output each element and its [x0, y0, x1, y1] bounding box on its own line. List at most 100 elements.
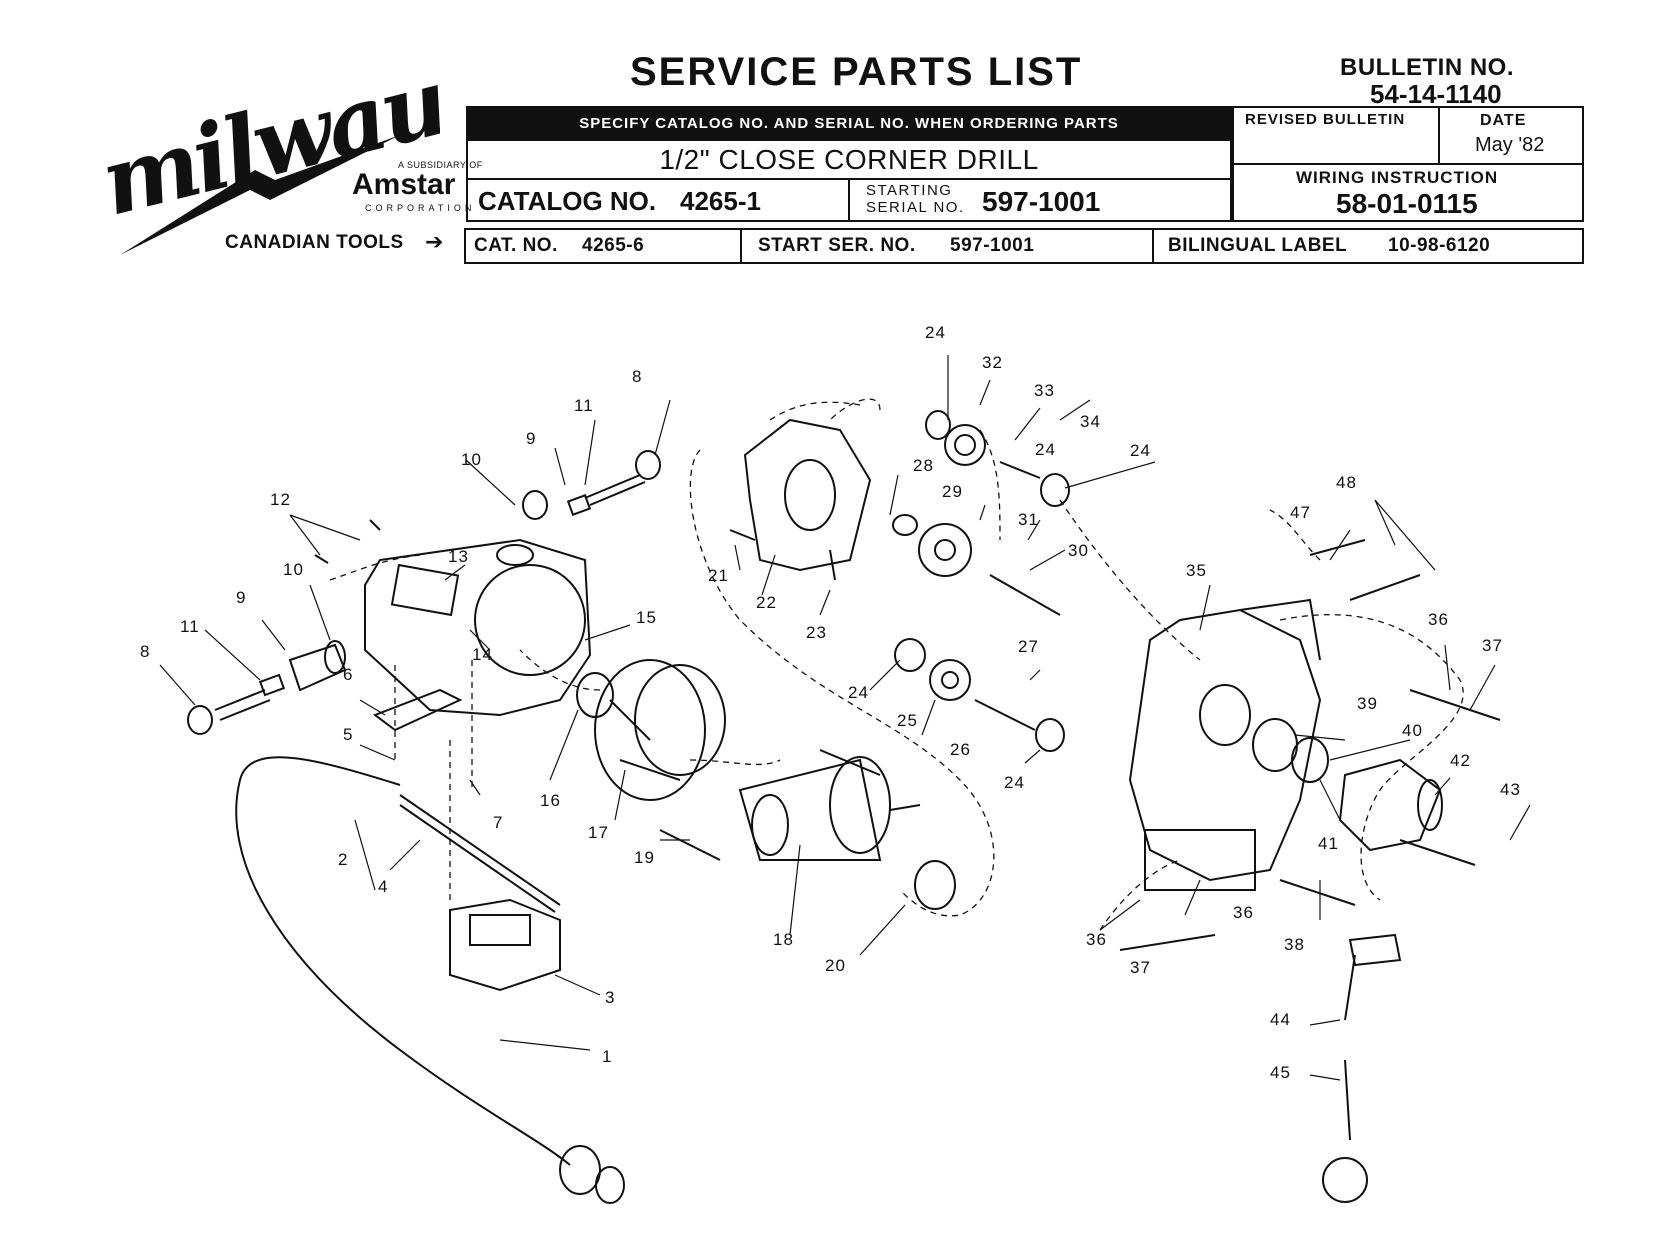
amstar-logo: Amstar: [352, 168, 456, 201]
bulletin-label: BULLETIN NO.: [1340, 54, 1514, 81]
canadian-start-serial-number: 597-1001: [950, 235, 1035, 256]
cord: [235, 756, 571, 1166]
part-number: 24: [1035, 440, 1056, 459]
part-number: 25: [897, 711, 918, 730]
switch-box: [449, 898, 561, 992]
gear-case: [1128, 598, 1322, 891]
wiring-instruction-number: 58-01-0115: [1336, 188, 1478, 219]
part-number: 11: [180, 617, 200, 636]
part-number: 27: [1018, 637, 1039, 656]
part-number: 3: [605, 988, 615, 1007]
part-number: 16: [540, 791, 561, 810]
part-number: 24: [925, 323, 946, 342]
armature: [738, 756, 921, 861]
part-number: 42: [1450, 751, 1471, 770]
part-number: 36: [1233, 903, 1254, 922]
part-number: 24: [1130, 441, 1151, 460]
part-number: 24: [1004, 773, 1025, 792]
part-number: 6: [343, 665, 353, 684]
part-number: 9: [526, 429, 536, 448]
part-number: 33: [1034, 381, 1055, 400]
part-number: 7: [493, 813, 503, 832]
part-number: 28: [913, 456, 934, 475]
part-number-labels: 1 2 3 4 5 6 7 8 8 9 9 10 10 11 11 12 13 …: [140, 323, 1521, 1082]
part-number: 47: [1290, 503, 1311, 522]
part-number: 32: [982, 353, 1003, 372]
part-number: 8: [140, 642, 150, 661]
part-number: 22: [756, 593, 777, 612]
part-number: 5: [343, 725, 353, 744]
plug: [559, 1145, 625, 1204]
part-number: 29: [942, 482, 963, 501]
part-number: 14: [472, 645, 493, 664]
ordering-note: SPECIFY CATALOG NO. AND SERIAL NO. WHEN …: [466, 106, 1232, 141]
part-number: 37: [1130, 958, 1151, 977]
catalog-number: 4265-1: [680, 186, 761, 216]
starting-serial-label: SERIAL NO.: [866, 199, 965, 216]
page-title: SERVICE PARTS LIST: [630, 50, 1083, 94]
date-value: May '82: [1475, 134, 1545, 156]
part-number: 9: [236, 588, 246, 607]
divider: [1152, 228, 1154, 264]
wiring-instruction-label: WIRING INSTRUCTION: [1296, 168, 1499, 187]
part-number: 44: [1270, 1010, 1291, 1029]
divider: [1232, 163, 1584, 165]
handle: [399, 794, 561, 913]
chuck-key: [1322, 933, 1402, 1203]
part-number: 34: [1080, 412, 1101, 431]
canadian-cat-number: 4265-6: [582, 235, 645, 256]
part-number: 38: [1284, 935, 1305, 954]
product-name: 1/2" CLOSE CORNER DRILL: [659, 144, 1039, 175]
field-case-housing: [364, 538, 592, 717]
leader-lines: [159, 355, 1531, 1081]
canadian-cat-label: CAT. NO.: [474, 235, 558, 256]
part-number: 15: [636, 608, 657, 627]
subsidiary-note: A SUBSIDIARY OF: [398, 160, 483, 170]
part-number: 17: [588, 823, 609, 842]
bilingual-label-number: 10-98-6120: [1388, 235, 1491, 256]
gears: [892, 410, 1070, 752]
catalog-label: CATALOG NO.: [478, 186, 657, 216]
chuck: [1338, 758, 1443, 852]
part-number: 43: [1500, 780, 1521, 799]
bearing-20: [914, 860, 956, 910]
date-label: DATE: [1480, 112, 1527, 129]
bearing-39: [1252, 718, 1298, 772]
divider: [848, 178, 850, 222]
part-number: 41: [1318, 834, 1339, 853]
bilingual-label-label: BILINGUAL LABEL: [1168, 235, 1348, 256]
part-number: 19: [634, 848, 655, 867]
small-parts: [187, 450, 1501, 951]
washer-40: [1291, 737, 1329, 783]
part-number: 10: [283, 560, 304, 579]
starting-serial-number: 597-1001: [982, 186, 1101, 217]
divider: [1438, 106, 1440, 164]
part-number: 12: [270, 490, 291, 509]
part-number: 18: [773, 930, 794, 949]
part-number: 36: [1086, 930, 1107, 949]
part-number: 48: [1336, 473, 1357, 492]
part-number: 23: [806, 623, 827, 642]
part-number: 1: [602, 1047, 612, 1066]
part-number: 36: [1428, 610, 1449, 629]
gear-housing: [743, 418, 872, 572]
part-number: 24: [848, 683, 869, 702]
part-number: 2: [338, 850, 348, 869]
amstar-corporation: CORPORATION: [365, 203, 476, 213]
part-number: 21: [708, 566, 729, 585]
milwaukee-logo: milwaukee: [100, 40, 440, 255]
bulletin-number: 54-14-1140: [1370, 79, 1502, 109]
part-number: 37: [1482, 636, 1503, 655]
part-number: 35: [1186, 561, 1207, 580]
revised-bulletin-label: REVISED BULLETIN: [1245, 111, 1406, 128]
part-number: 26: [950, 740, 971, 759]
part-number: 20: [825, 956, 846, 975]
part-number: 30: [1068, 541, 1089, 560]
part-number: 45: [1270, 1063, 1291, 1082]
starting-serial-label: STARTING: [866, 182, 953, 199]
part-number: 4: [378, 877, 388, 896]
canadian-tools-label: CANADIAN TOOLS: [225, 232, 404, 253]
part-number: 10: [461, 450, 482, 469]
part-number: 31: [1018, 510, 1039, 529]
